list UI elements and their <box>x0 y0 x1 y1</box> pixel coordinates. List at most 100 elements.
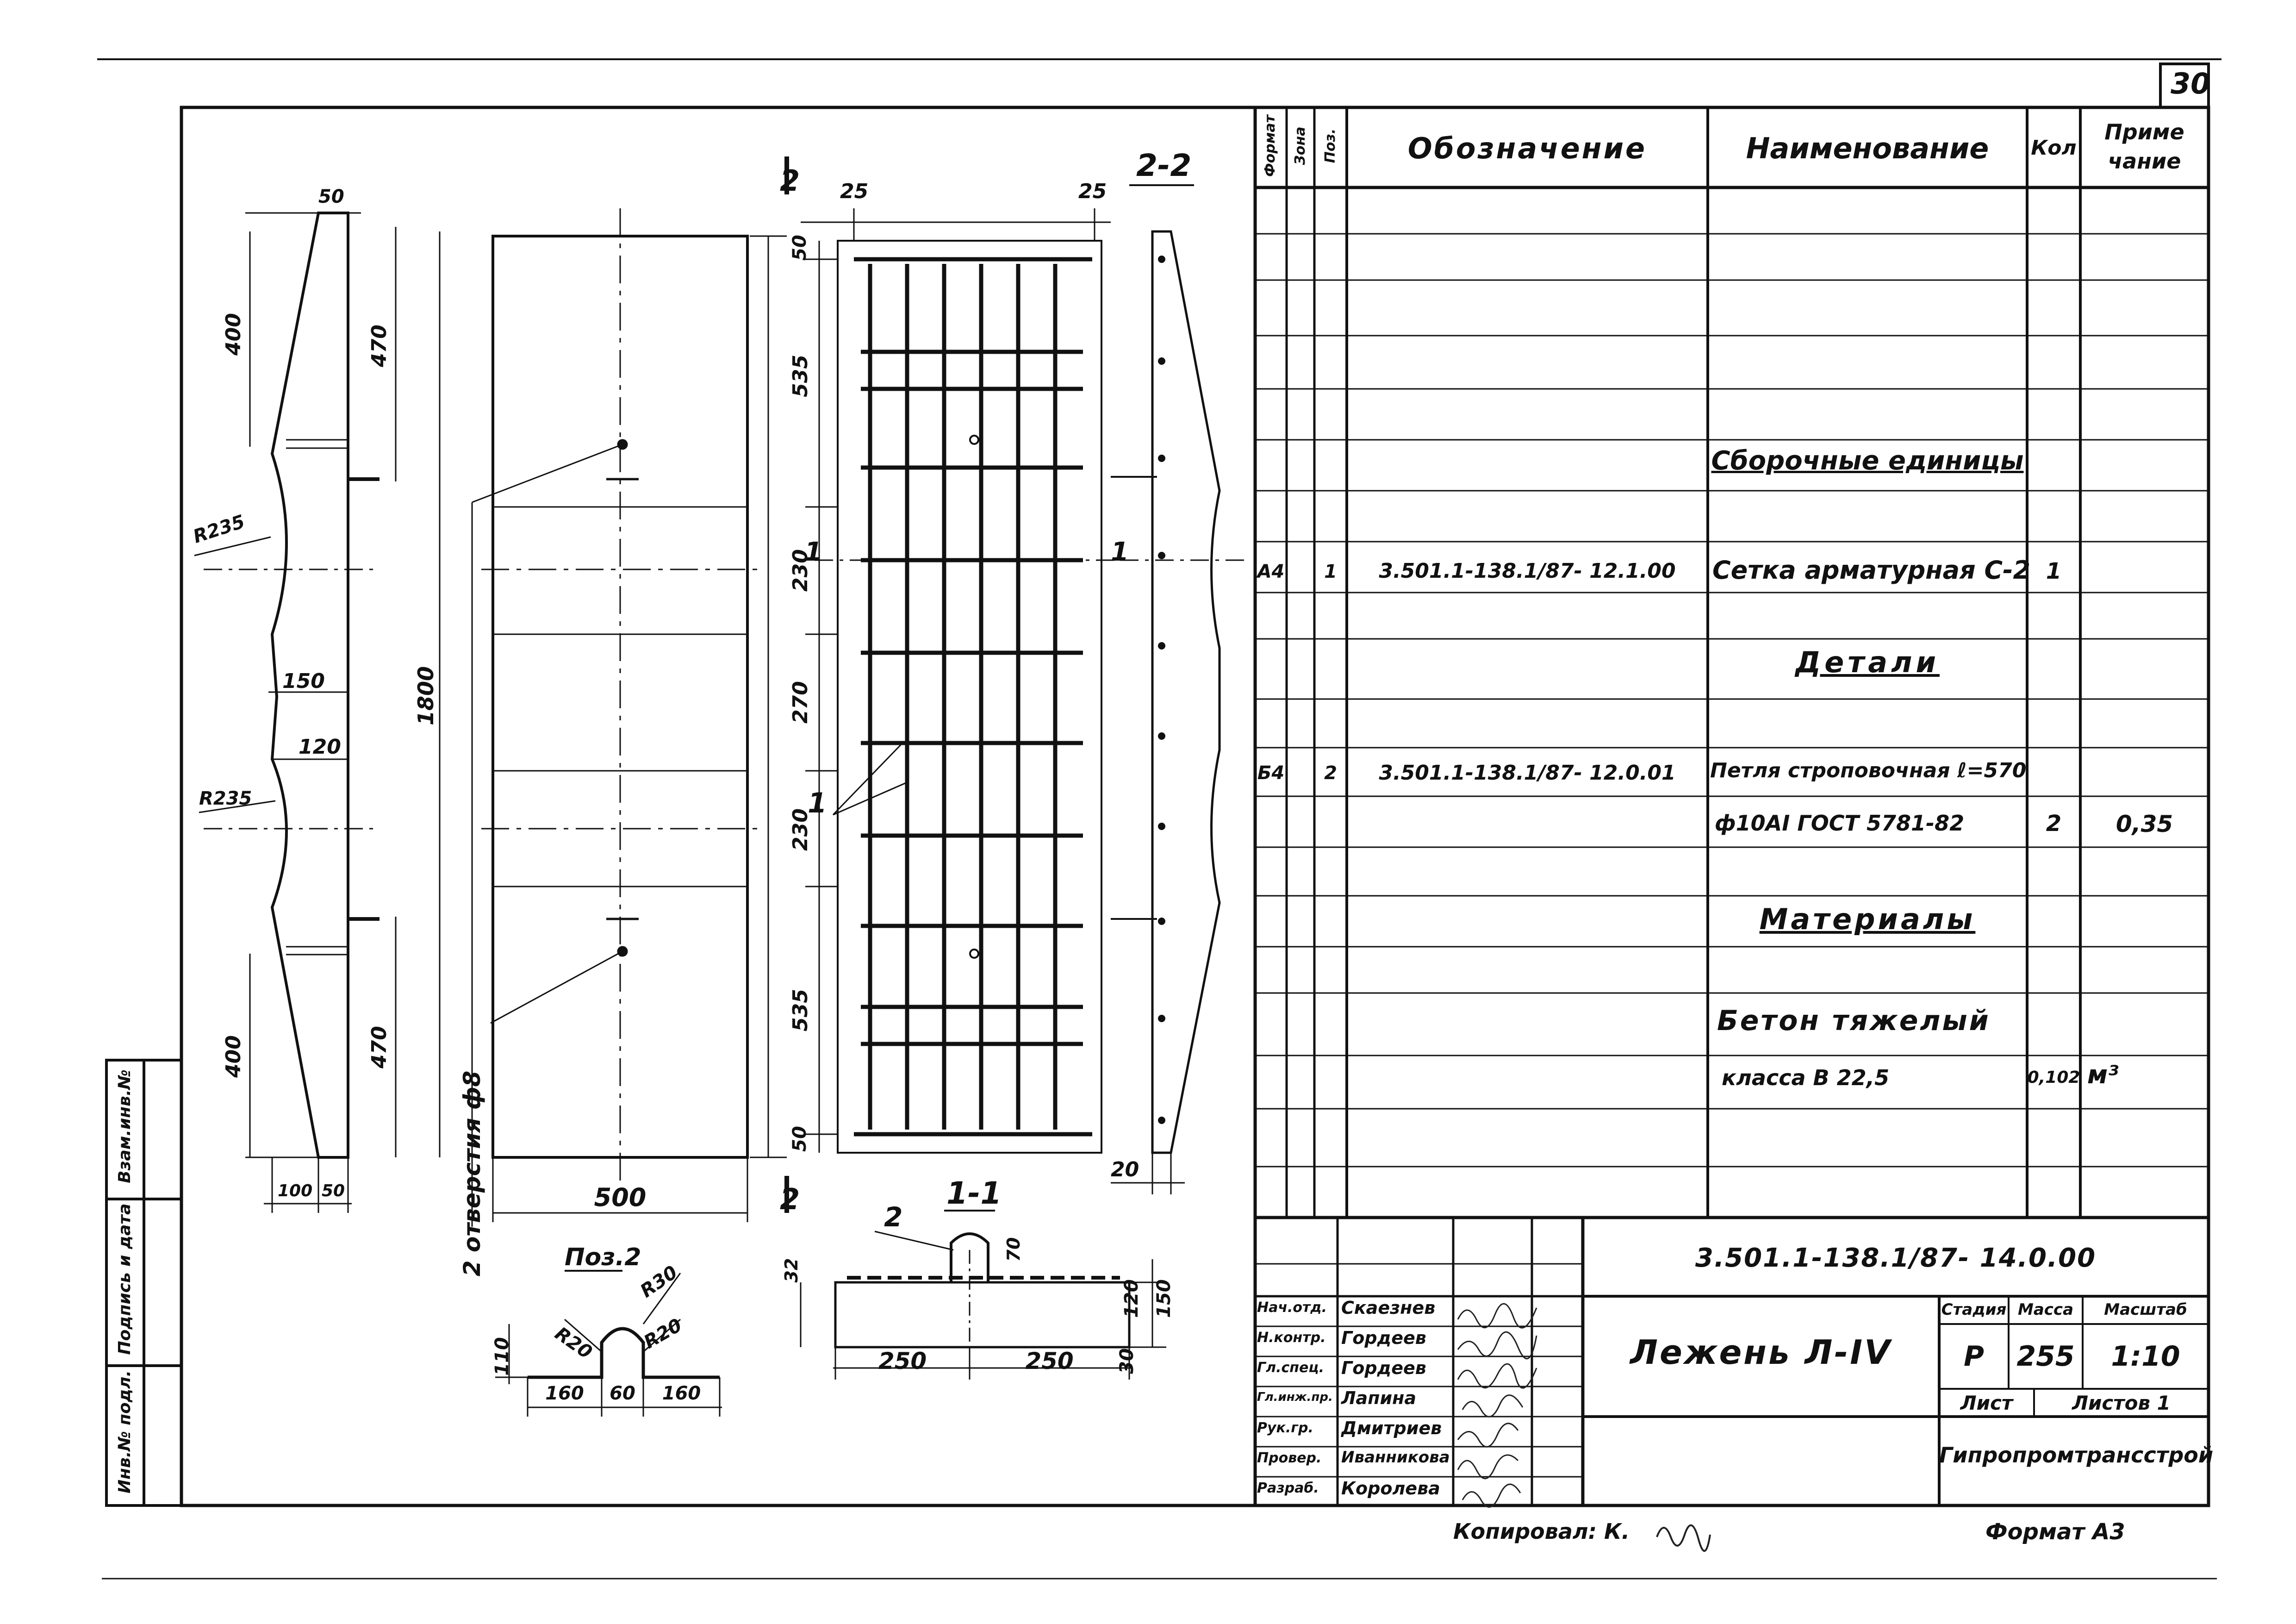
row2-name: Петля строповочная ℓ=570 <box>1710 759 2027 782</box>
mesh-dim-25-left: 25 <box>840 180 869 203</box>
material-name-2: класса В 22,5 <box>1722 1065 1890 1090</box>
person-role-2: Н.контр. <box>1257 1330 1326 1346</box>
section-mark-2-top: 2 <box>780 164 800 198</box>
person-role-7: Разраб. <box>1257 1480 1319 1496</box>
person-role-4: Гл.инж.пр. <box>1257 1390 1333 1404</box>
side-dim-120: 120 <box>299 735 341 759</box>
label-mass: Масса <box>2017 1300 2074 1319</box>
section-1-1-label: 1-1 <box>946 1175 1002 1211</box>
person-role-1: Нач.отд. <box>1257 1299 1327 1316</box>
section-mark-2-bottom: 2 <box>780 1182 800 1216</box>
side-r235-bottom: R235 <box>199 788 252 809</box>
mesh-dim-50-bottom: 50 <box>789 1126 810 1152</box>
row2-pos: 2 <box>1324 762 1337 784</box>
material-name-1: Бетон тяжелый <box>1717 1005 1991 1037</box>
person-name-1: Скаезнев <box>1341 1298 1436 1318</box>
section-1-1-dim-250-left: 250 <box>878 1348 927 1374</box>
pos2-dim-60: 60 <box>610 1383 635 1404</box>
pos2-dim-160-right: 160 <box>662 1383 701 1404</box>
side-dim-100: 100 <box>278 1181 313 1200</box>
mesh-dim-50-top: 50 <box>789 235 810 261</box>
value-stage: Р <box>1964 1340 1984 1373</box>
section-assembly-units: Сборочные единицы <box>1711 446 2024 476</box>
pos2-dim-110: 110 <box>492 1337 513 1376</box>
row1-designation: 3.501.1-138.1/87- 12.1.00 <box>1379 559 1676 583</box>
section-2-2 <box>1111 184 1250 1194</box>
section-1-1-dim-150: 150 <box>1153 1279 1175 1318</box>
pos2-detail <box>495 1270 722 1417</box>
row1-qty: 1 <box>2046 558 2062 584</box>
person-role-5: Рук.гр. <box>1257 1420 1313 1436</box>
mesh-dim-535-bottom: 535 <box>789 989 812 1031</box>
organization: Гипропромтрансстрой <box>1939 1443 2214 1468</box>
side-dim-150: 150 <box>282 669 325 693</box>
mesh-dim-270: 270 <box>789 681 812 724</box>
section-1-1-dim-30: 30 <box>1116 1348 1138 1374</box>
row2-name2: ф10АI ГОСТ 5781-82 <box>1715 811 1965 836</box>
row2-format: Б4 <box>1257 762 1285 784</box>
person-name-6: Иванникова <box>1341 1448 1450 1467</box>
section-1-1 <box>800 1210 1166 1380</box>
side-dim-1800: 1800 <box>413 666 438 726</box>
header-note-2: чание <box>2108 149 2181 174</box>
header-name: Наименование <box>1746 131 1989 165</box>
side-dim-470-top: 470 <box>367 325 391 367</box>
material-qty: 0,102 <box>2027 1068 2080 1087</box>
row2-qty: 2 <box>2046 811 2062 837</box>
label-sheets: Листов 1 <box>2072 1392 2171 1414</box>
section-1-1-dim-120: 120 <box>1121 1279 1142 1318</box>
value-scale: 1:10 <box>2111 1340 2180 1373</box>
front-holes-note: 2 отверстия ф8 <box>459 1070 485 1277</box>
person-name-3: Гордеев <box>1341 1358 1426 1378</box>
value-mass: 255 <box>2016 1340 2075 1373</box>
section-parts: Детали <box>1795 645 1940 679</box>
pos2-label: Поз.2 <box>565 1243 641 1271</box>
side-dim-50-top: 50 <box>318 186 344 207</box>
person-name-5: Дмитриев <box>1341 1418 1442 1438</box>
section-1-1-dim-70: 70 <box>1003 1237 1024 1262</box>
pos2-dim-160-left: 160 <box>545 1383 584 1404</box>
row1-name: Сетка арматурная С-2 <box>1712 556 2031 585</box>
section-mark-1-left: 1 <box>804 537 822 567</box>
row1-pos: 1 <box>1324 561 1337 582</box>
title-code: 3.501.1-138.1/87- 14.0.00 <box>1695 1243 2097 1273</box>
row2-designation: 3.501.1-138.1/87- 12.0.01 <box>1379 761 1676 785</box>
label-stage: Стадия <box>1941 1300 2007 1319</box>
side-dim-400-bottom: 400 <box>222 1035 245 1078</box>
side-dim-50-bottom: 50 <box>322 1181 345 1200</box>
header-qty: Кол <box>2031 136 2077 160</box>
front-dim-500: 500 <box>594 1183 647 1212</box>
mesh-callout-1: 1 <box>808 787 827 819</box>
section-mark-1-right: 1 <box>1111 537 1129 567</box>
front-view <box>471 208 787 1227</box>
section-materials: Материалы <box>1759 902 1976 936</box>
row2-note: 0,35 <box>2116 811 2173 837</box>
mesh-dim-230-a: 230 <box>789 549 812 592</box>
title-block-grid <box>1253 1218 2209 1505</box>
mesh-dim-230-b: 230 <box>789 808 812 851</box>
side-dim-400-top: 400 <box>222 313 245 356</box>
person-name-4: Лапина <box>1341 1388 1416 1408</box>
row1-format: А4 <box>1257 561 1285 582</box>
mesh-view <box>784 156 1120 1213</box>
section-1-1-callout-2: 2 <box>884 1201 903 1233</box>
title-name: Лежень Л-IV <box>1630 1333 1892 1372</box>
sheet-number-box <box>2159 62 2210 109</box>
section-1-1-dim-250-right: 250 <box>1025 1348 1074 1374</box>
person-name-7: Королева <box>1341 1478 1440 1499</box>
section-2-2-dim-20: 20 <box>1111 1158 1139 1181</box>
person-role-6: Провер. <box>1257 1450 1322 1466</box>
main-frame <box>180 106 2210 1507</box>
header-designation: Обозначение <box>1407 131 1647 165</box>
copied-by: Копировал: К. <box>1453 1519 1630 1544</box>
side-stamp <box>105 1059 183 1507</box>
label-scale: Масштаб <box>2104 1300 2187 1319</box>
person-role-3: Гл.спец. <box>1257 1360 1324 1376</box>
spec-table-grid <box>1253 107 2209 1219</box>
sheet-number: 30 <box>2171 67 2211 100</box>
section-1-1-dim-32: 32 <box>781 1258 802 1283</box>
